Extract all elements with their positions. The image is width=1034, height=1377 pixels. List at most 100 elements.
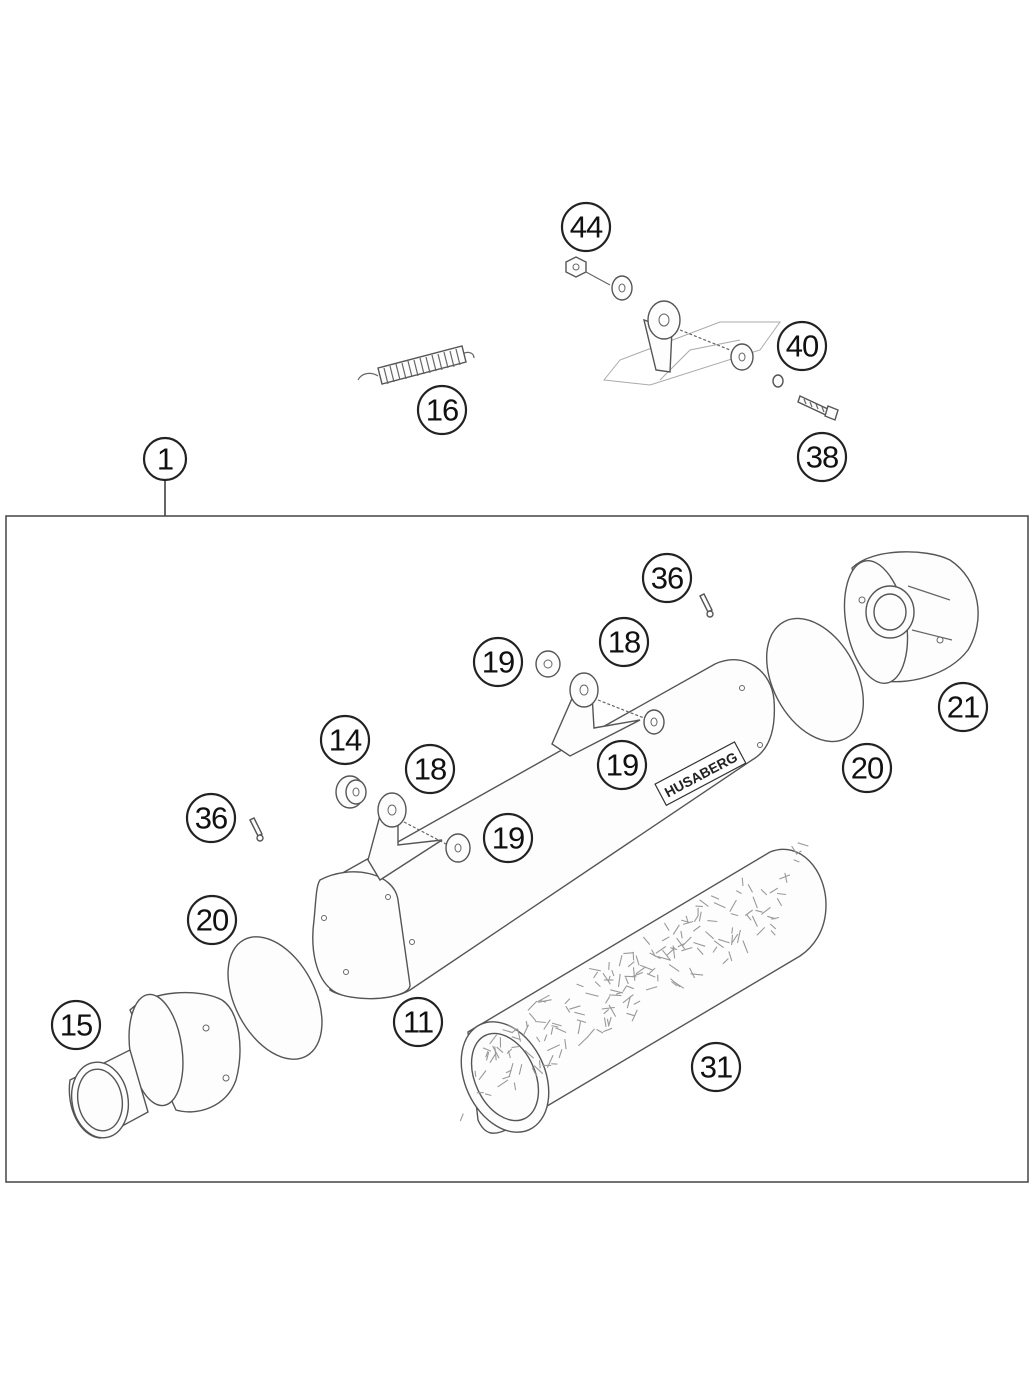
foam-fleck [536, 1036, 541, 1043]
foam-fleck [533, 1065, 544, 1075]
foam-fleck [731, 927, 734, 934]
foam-fleck [746, 914, 752, 921]
foam-fleck [586, 1028, 595, 1039]
foam-fleck [502, 1029, 513, 1034]
foam-fleck [633, 1000, 641, 1005]
foam-fleck [769, 887, 779, 894]
svg-text:31: 31 [700, 1050, 732, 1085]
washer-part-40 [730, 343, 754, 371]
assembly-frame [5, 515, 1029, 1183]
washer-part-19-top [535, 650, 561, 678]
foam-fleck [565, 1005, 571, 1013]
foam-fleck [538, 1060, 541, 1069]
foam-fleck [543, 1034, 548, 1042]
foam-fleck [608, 1004, 617, 1017]
callout-11: 11 [392, 996, 444, 1048]
callout-40: 40 [776, 320, 828, 372]
svg-text:14: 14 [329, 723, 362, 758]
foam-fleck [626, 985, 634, 990]
callout-36-upper: 36 [641, 552, 693, 604]
foam-fleck [485, 1051, 489, 1058]
foam-fleck [609, 994, 622, 997]
svg-text:11: 11 [403, 1005, 433, 1040]
foam-fleck [640, 964, 653, 971]
foam-fleck [668, 963, 680, 972]
foam-fleck [517, 1028, 522, 1042]
foam-fleck [631, 971, 644, 978]
washer-part-upper [611, 275, 633, 301]
foam-fleck [511, 1036, 521, 1041]
foam-fleck [741, 877, 744, 887]
foam-fleck [558, 1049, 563, 1059]
foam-fleck [564, 1039, 567, 1050]
callout-36-lower: 36 [185, 792, 237, 844]
foam-fleck [577, 1021, 582, 1035]
foam-fleck [731, 934, 734, 946]
foam-fleck [718, 938, 730, 944]
washer-part-19-rear [403, 821, 471, 863]
foam-fleck [588, 967, 601, 972]
foam-fleck [635, 955, 640, 966]
foam-fleck [689, 967, 696, 979]
foam-fleck [760, 906, 771, 915]
foam-fleck [547, 1044, 560, 1052]
bolt-axis-line [585, 271, 611, 286]
foam-fleck [769, 923, 777, 930]
callout-20-rear: 20 [186, 894, 238, 946]
foam-fleck [615, 991, 623, 995]
foam-fleck [742, 940, 749, 954]
foam-fleck [747, 883, 753, 893]
foam-fleck [744, 909, 754, 916]
foam-fleck [596, 1028, 604, 1034]
foam-fleck [555, 1027, 567, 1034]
foam-fleck [713, 902, 726, 909]
foam-fleck [795, 850, 802, 855]
foam-fleck [507, 1025, 516, 1030]
foam-fleck [646, 973, 656, 978]
bolt-axis-line-2 [679, 329, 731, 351]
muffler-front-bracket [551, 672, 641, 757]
foam-fleck [672, 924, 680, 935]
foam-fleck [672, 945, 676, 959]
foam-fleck [550, 1026, 554, 1035]
foam-fleck [531, 1067, 537, 1077]
foam-fleck [574, 1011, 585, 1016]
foam-fleck [603, 1017, 607, 1027]
nut-part-44 [565, 256, 587, 278]
foam-fleck [626, 996, 631, 1009]
foam-fleck [494, 1046, 497, 1061]
foam-fleck [484, 1093, 492, 1097]
foam-fleck [485, 1051, 490, 1061]
svg-text:18: 18 [608, 625, 640, 660]
foam-fleck [518, 1063, 523, 1075]
foam-fleck [622, 985, 628, 992]
svg-text:1: 1 [157, 442, 173, 477]
svg-text:40: 40 [786, 329, 819, 364]
foam-fleck [502, 1075, 511, 1080]
foam-fleck [496, 1046, 504, 1054]
foam-fleck [474, 1070, 477, 1077]
foam-fleck [524, 1049, 534, 1059]
svg-text:19: 19 [482, 645, 514, 680]
foam-fleck [676, 937, 686, 950]
foam-fleck [657, 955, 672, 961]
foam-fleck [651, 949, 656, 957]
foam-fleck [605, 996, 611, 1004]
foam-fleck [712, 946, 718, 953]
foam-fleck [791, 845, 797, 854]
foam-fleck [728, 951, 733, 962]
callout-19-rear: 19 [482, 812, 534, 864]
foam-fleck [611, 970, 615, 977]
svg-text:19: 19 [492, 821, 524, 856]
foam-fleck [537, 999, 552, 1003]
foam-fleck [459, 1113, 464, 1122]
foam-fleck [551, 1025, 559, 1028]
rubber-grommet-upper [643, 300, 681, 373]
foam-fleck [576, 1019, 587, 1024]
foam-fleck [710, 895, 720, 900]
foam-fleck [797, 842, 809, 847]
foam-fleck [767, 915, 776, 920]
svg-text:36: 36 [195, 801, 227, 836]
foam-fleck [680, 930, 683, 939]
foam-fleck [535, 1020, 546, 1024]
